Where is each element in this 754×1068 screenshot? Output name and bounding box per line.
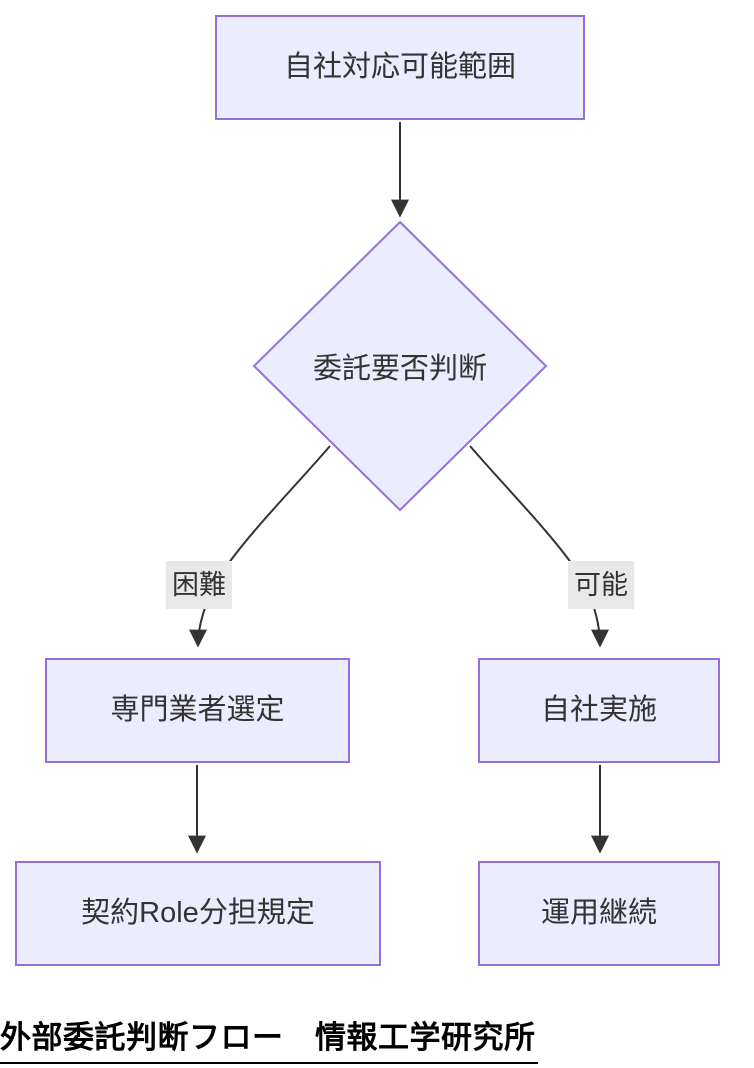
edge-decision-to-inhouse bbox=[469, 445, 609, 648]
node-operate-label: 運用継続 bbox=[540, 897, 657, 930]
node-decision-label: 委託要否判断 bbox=[312, 353, 487, 385]
edge-label-possible: 可能 bbox=[568, 561, 634, 609]
node-vendor-label: 専門業者選定 bbox=[110, 694, 285, 727]
node-contract: 契約Role分担規定 bbox=[15, 861, 381, 966]
node-scope: 自社対応可能範囲 bbox=[215, 15, 585, 120]
node-decision-diamond-shape bbox=[252, 220, 548, 512]
edge-label-difficult-text: 困難 bbox=[172, 569, 226, 600]
node-scope-label: 自社対応可能範囲 bbox=[283, 51, 516, 84]
node-operate: 運用継続 bbox=[478, 861, 720, 966]
node-inhouse: 自社実施 bbox=[478, 658, 720, 763]
node-decision: 委託要否判断 bbox=[300, 340, 500, 392]
edge-label-possible-text: 可能 bbox=[574, 569, 628, 600]
node-contract-label: 契約Role分担規定 bbox=[81, 897, 315, 930]
node-inhouse-label: 自社実施 bbox=[540, 694, 657, 727]
diagram-caption: 外部委託判断フロー 情報工学研究所 bbox=[0, 1012, 538, 1064]
edge-label-difficult: 困難 bbox=[166, 561, 232, 609]
edge-decision-to-vendor bbox=[189, 445, 331, 648]
node-vendor: 専門業者選定 bbox=[45, 658, 350, 763]
